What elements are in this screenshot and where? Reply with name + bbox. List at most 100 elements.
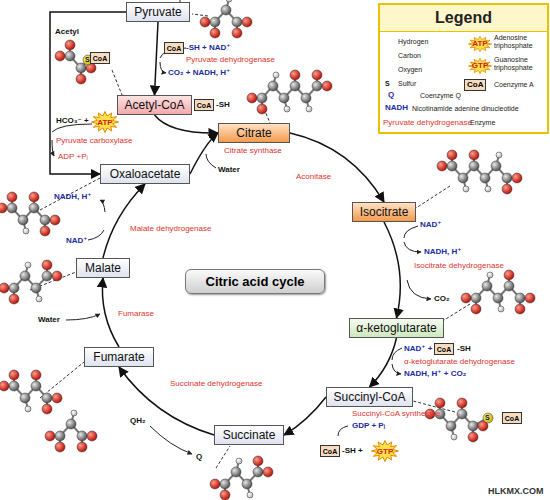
atom-ball [0,203,7,213]
cofactor-arrows [52,0,431,454]
atom-ball [468,432,478,442]
cycle-arrow [155,22,159,95]
cofactor-label: NADH, H⁺ + CO₂ [404,369,466,379]
legend-text: Coenzyme A [494,81,548,89]
isocitrate-box: Isocitrate [352,202,416,222]
atom-ball [9,294,19,304]
enzyme-label: Citrate synthase [224,146,282,156]
atom-ball [36,296,42,302]
atom-ball [496,152,502,158]
atom-ball [42,393,52,403]
atom-ball [491,161,501,171]
atom-ball [25,262,31,268]
cofactor-label: NAD⁺ + [404,344,432,354]
legend-text: Nicotinamide adenine dinucleotide [412,105,519,113]
atom-ball [290,81,300,91]
coa-tag: CoA [194,99,214,111]
cofactor-label: -SH [216,100,230,110]
legend-title: Legend [380,5,547,32]
atom-ball [504,270,514,280]
atom-ball [257,93,267,103]
atom-ball [23,228,29,234]
coa-tag: CoA [320,445,340,457]
atom-ball [457,409,467,419]
atom-ball [447,161,457,171]
atom-ball [447,150,457,160]
node-text: CoA [93,55,107,62]
cofactor-label: NADH, H⁺ [54,192,92,202]
atom-ball [31,283,41,293]
ketoglutarate-box: α-ketoglutarate [349,318,444,338]
node-text: Pyruvate [134,5,181,19]
atom-ball [55,442,65,452]
coa-tag: CoA [90,52,110,64]
atom-ball [52,393,62,403]
node-text: Malate [85,261,121,275]
cycle-arrow [284,397,326,435]
atom-ball [247,93,257,103]
cycle-arrow [155,115,219,133]
node-text: α-ketoglutarate [356,321,436,335]
cofactor-label: GDP + Pᵢ [352,421,385,431]
node-text: CoA [167,45,181,52]
atom-ball [29,192,39,202]
atom-ball [493,293,503,303]
atom-symbol: S [85,55,90,65]
legend-text: Sulfur [398,80,416,88]
atom-ball [242,17,252,27]
succinyl-coa-box: Succinyl-CoA [326,387,413,407]
enzyme-label: Succinate dehydrogenase [170,379,263,389]
molecule [247,70,332,114]
atom-ball [468,421,478,431]
note-label: Acetyl [55,27,79,37]
molecule [45,410,97,452]
atom-ball [40,226,50,236]
atom-ball [312,70,322,80]
cycle-arrow [102,278,119,347]
coa-tag: CoA [434,343,454,355]
node-text: CoA [437,346,451,353]
cycle-arrow [50,12,126,174]
node-text: CoA [505,415,519,422]
atom-ball [0,283,9,293]
atom-ball [7,203,17,213]
atom-ball [515,304,525,314]
atom-ball [498,306,504,312]
atom-ball [29,203,39,213]
atom-ball [301,93,311,103]
node-text: Acetyl-CoA [124,98,184,112]
atom-ball [446,421,456,431]
atom-ball [50,215,60,225]
atom-ball [268,81,278,91]
cofactor-label: ADP +Pᵢ [58,152,88,162]
node-text: GTP [377,447,393,456]
atom-ball [435,398,445,408]
molecule [425,398,493,442]
cofactor-label: NAD⁺ [66,236,88,246]
atom-ball [52,271,62,281]
legend-sample: CoA [464,79,486,91]
cycle-arrow [290,133,384,202]
succinate-box: Succinate [214,425,284,445]
atom-ball [504,281,514,291]
molecule [0,370,62,414]
atom-ball [463,186,469,192]
atom-symbol: S [385,79,390,89]
legend-text: Guanosine triphosphate [494,56,548,72]
node-text: CoA [197,102,211,109]
atom-ball [236,458,242,464]
atom-ball [247,492,253,498]
molecule [0,260,62,304]
atom-ball [451,434,457,440]
atom-ball [273,72,279,78]
atom-ball [25,406,31,412]
atom-ball [7,192,17,202]
atom-ball [469,150,479,160]
atom-ball [220,479,230,489]
atom-ball [31,381,41,391]
atom-ball [242,479,252,489]
node-text: CoA [323,448,337,455]
cofactor-label: QH₂ [130,416,146,426]
atom-ball [458,173,468,183]
